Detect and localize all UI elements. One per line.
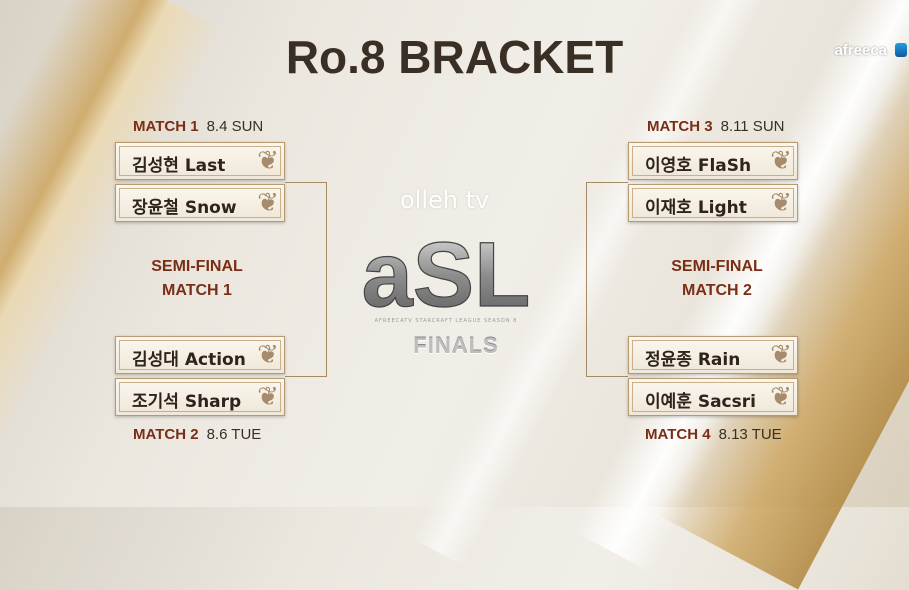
player-name: 조기석 Sharp [132, 392, 242, 412]
match-2-date: 8.6 TUE [206, 426, 262, 443]
sponsor-logo: olleh tv [400, 186, 490, 214]
page-title: Ro.8 BRACKET [285, 31, 624, 83]
player-card-snow: 장윤철 Snow ❦ [115, 184, 285, 222]
match-1-label: MATCH 1 8.4 SUN [133, 118, 263, 135]
zerg-race-icon: ❦ [770, 382, 792, 412]
semi-final-title: SEMI-FINAL [671, 258, 763, 275]
match-4-number: MATCH 4 [645, 426, 711, 443]
asl-logo: aSL [361, 228, 531, 318]
match-1-date: 8.4 SUN [206, 118, 264, 135]
player-card-flash: 이영호 FlaSh ❦ [628, 142, 798, 180]
zerg-race-icon: ❦ [770, 188, 792, 218]
player-card-last: 김성현 Last ❦ [115, 142, 285, 180]
zerg-race-icon: ❦ [770, 146, 792, 176]
zerg-race-icon: ❦ [257, 188, 279, 218]
match-3-date: 8.11 SUN [720, 118, 785, 135]
bracket-line [586, 182, 628, 183]
match-3-number: MATCH 3 [647, 118, 713, 135]
broadcaster-logo: afreeca [834, 42, 887, 59]
zerg-race-icon: ❦ [257, 382, 279, 412]
semi-final-2-label: SEMI-FINAL MATCH 2 [647, 255, 787, 303]
zerg-race-icon: ❦ [257, 340, 279, 370]
player-card-sharp: 조기석 Sharp ❦ [115, 378, 285, 416]
player-card-light: 이재호 Light ❦ [628, 184, 798, 222]
logo-subtitle: AFREECATV STARCRAFT LEAGUE SEASON 8 [374, 318, 518, 324]
bracket-line [586, 376, 628, 377]
bracket-line [326, 182, 327, 376]
player-name: 이예훈 Sacsri [645, 392, 756, 412]
match-4-date: 8.13 TUE [718, 426, 782, 443]
match-2-number: MATCH 2 [133, 426, 199, 443]
match-4-label: MATCH 4 8.13 TUE [645, 426, 782, 443]
bracket-line [285, 376, 327, 377]
player-card-sacsri: 이예훈 Sacsri ❦ [628, 378, 798, 416]
zerg-race-icon: ❦ [257, 146, 279, 176]
player-name: 김성대 Action [132, 350, 246, 370]
player-card-action: 김성대 Action ❦ [115, 336, 285, 374]
player-name: 정윤종 Rain [645, 350, 741, 370]
match-1-number: MATCH 1 [133, 118, 199, 135]
player-name: 김성현 Last [132, 156, 226, 176]
semi-final-match: MATCH 1 [162, 282, 232, 299]
semi-final-title: SEMI-FINAL [151, 258, 243, 275]
bracket-line [586, 182, 587, 376]
bracket-line [285, 182, 327, 183]
player-card-rain: 정윤종 Rain ❦ [628, 336, 798, 374]
finals-label: FINALS [413, 333, 499, 358]
player-name: 이영호 FlaSh [645, 156, 752, 176]
player-name: 장윤철 Snow [132, 198, 237, 218]
player-name: 이재호 Light [645, 198, 747, 218]
semi-final-match: MATCH 2 [682, 282, 752, 299]
match-2-label: MATCH 2 8.6 TUE [133, 426, 261, 443]
semi-final-1-label: SEMI-FINAL MATCH 1 [127, 255, 267, 303]
broadcaster-icon [895, 43, 907, 57]
zerg-race-icon: ❦ [770, 340, 792, 370]
match-3-label: MATCH 3 8.11 SUN [647, 118, 784, 135]
asl-logo-text: aSL [362, 228, 531, 318]
